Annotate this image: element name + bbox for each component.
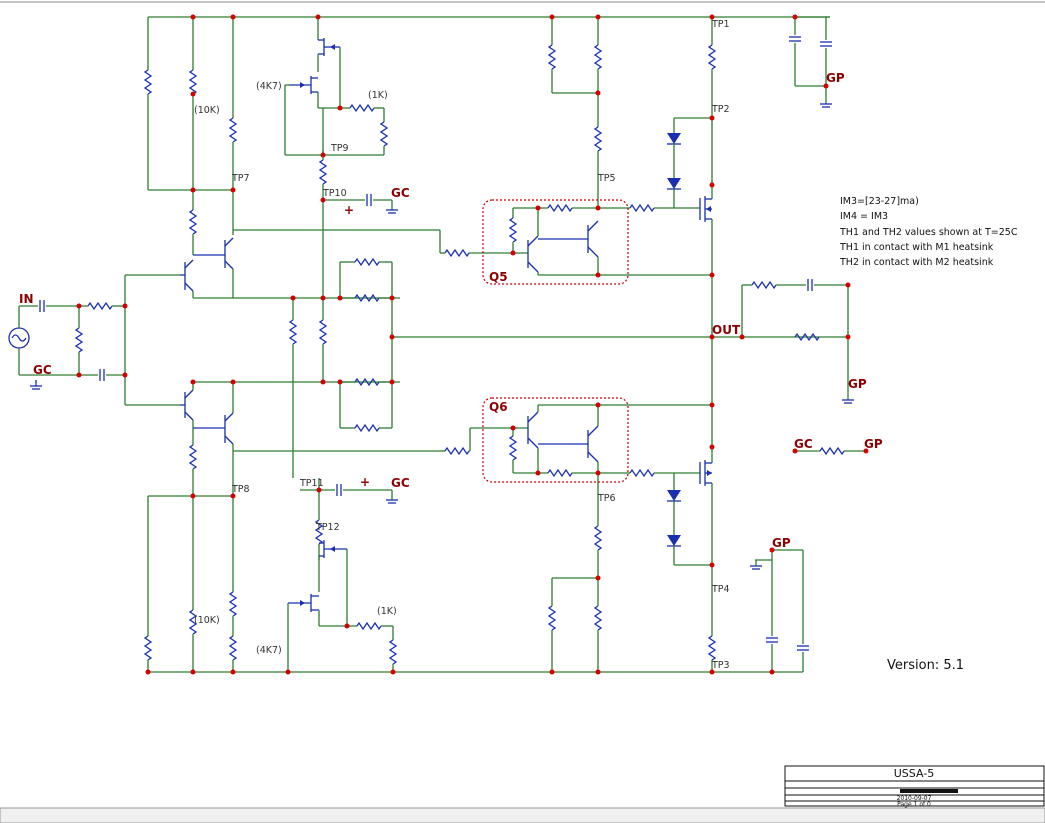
q5-group-box (482, 199, 629, 285)
r1k-upper-label: (1K) (368, 90, 388, 101)
gc-net-label-link: GC (794, 437, 813, 451)
test-point-labels: TP1 TP2 TP3 TP4 TP5 TP6 TP7 TP8 TP9 TP10… (231, 19, 730, 671)
note-line-4: TH1 in contact with M1 heatsink (839, 242, 994, 253)
r4k7-lower-label: (4K7) (256, 645, 282, 656)
title-block-redaction (900, 789, 958, 793)
lower-current-source (287, 540, 398, 672)
note-line-5: TH2 in contact with M2 heatsink (839, 257, 994, 268)
title-block-date: 2010-09-07 (897, 795, 932, 802)
out-net-label: OUT (712, 323, 741, 337)
tp2-label: TP2 (711, 104, 730, 115)
tp6-label: TP6 (597, 493, 616, 504)
plus-sign-top: + (344, 203, 354, 217)
tp9-label: TP9 (330, 143, 349, 154)
output-stage (707, 17, 866, 672)
net-labels: IN GC GC GC + + GP GP GP GC GP OUT (19, 71, 883, 550)
r10k-lower-label: (10K) (194, 615, 220, 626)
gp-net-label-output: GP (848, 377, 867, 391)
left-bias-network (143, 17, 441, 672)
gc-net-label-bottom: GC (391, 476, 410, 490)
note-line-3: TH1 and TH2 values shown at T=25C (839, 227, 1018, 238)
r1k-lower-label: (1K) (377, 606, 397, 617)
tp11-label: TP11 (299, 478, 324, 489)
tp5-label: TP5 (597, 173, 616, 184)
tp10-label: TP10 (322, 188, 347, 199)
title-block-title: USSA-5 (894, 767, 934, 780)
junction-dots (76, 14, 869, 675)
gp-net-label-link: GP (864, 437, 883, 451)
lower-driver (440, 397, 712, 672)
status-bar (0, 807, 1045, 823)
note-line-2: IM4 = IM3 (840, 211, 888, 222)
tp1-label: TP1 (711, 19, 730, 30)
tp12-label: TP12 (315, 522, 340, 533)
input-section (8, 274, 180, 406)
upper-current-source (284, 17, 389, 156)
tp8-label: TP8 (231, 484, 250, 495)
plus-sign-bottom: + (360, 475, 370, 489)
gc-net-label-top: GC (391, 186, 410, 200)
title-block: USSA-5 2010-09-07 Page 1 of 0 (784, 765, 1045, 808)
r10k-upper-label: (10K) (194, 105, 220, 116)
tp7-label: TP7 (231, 173, 250, 184)
in-net-label: IN (19, 292, 34, 306)
version-label: Version: 5.1 (887, 658, 964, 673)
q6-label: Q6 (489, 400, 508, 414)
note-line-1: IM3=[23-27]ma) (840, 196, 919, 207)
notes-block: IM3=[23-27]ma) IM4 = IM3 TH1 and TH2 val… (839, 196, 1018, 268)
gp-net-label-bottom: GP (772, 536, 791, 550)
title-block-page: Page 1 of 0 (897, 801, 931, 808)
gc-net-label-input: GC (33, 363, 52, 377)
center-network (288, 150, 712, 560)
r4k7-upper-label: (4K7) (256, 81, 282, 92)
tp3-label: TP3 (711, 660, 730, 671)
q5-label: Q5 (489, 270, 508, 284)
gp-net-label-top: GP (826, 71, 845, 85)
component-value-labels: (10K) (10K) (4K7) (4K7) (1K) (1K) (194, 81, 397, 656)
q6-group-box (482, 397, 629, 483)
tp4-label: TP4 (711, 584, 730, 595)
upper-driver (440, 17, 712, 285)
group-labels: Q5 Q6 (489, 270, 508, 414)
